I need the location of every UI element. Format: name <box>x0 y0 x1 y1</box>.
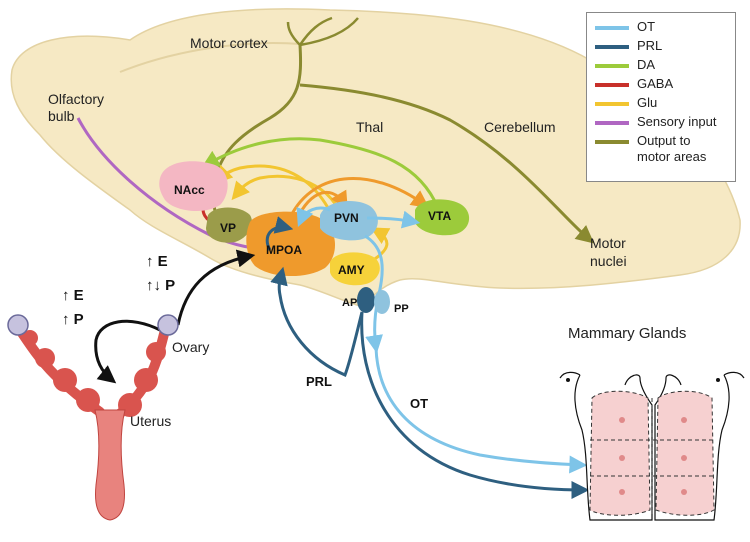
ot-pvn-to-mpoa <box>296 206 331 227</box>
legend-item-prl: PRL <box>595 38 727 57</box>
legend-swatch-gaba <box>595 83 629 87</box>
vp-region <box>206 207 253 243</box>
legend-label-da: DA <box>637 57 656 72</box>
prl-to-brain <box>270 266 364 377</box>
ot-to-mammary <box>374 347 588 474</box>
vta-label: VTA <box>428 209 451 223</box>
thal-label: Thal <box>356 119 383 135</box>
ap-label: AP <box>342 297 357 309</box>
olfactory-label-line1: Olfactory <box>48 91 104 107</box>
legend-swatch-da <box>595 64 629 68</box>
brain-e-label: ↑ E <box>146 253 168 270</box>
cortex-fold <box>119 42 301 73</box>
mpoa-label: MPOA <box>266 243 302 257</box>
legend-item-da: DA <box>595 57 727 76</box>
nacc-label: NAcc <box>174 183 205 197</box>
motor-cortex-branch-3 <box>286 21 301 46</box>
mpoa-to-vta <box>286 177 430 223</box>
vta-region <box>415 199 470 236</box>
prl-mpoa-loop <box>265 216 294 251</box>
motor-nuclei-label-line2: nuclei <box>590 253 627 269</box>
ot-pvn-to-vta <box>366 210 421 229</box>
pvn-region <box>320 200 378 241</box>
legend-item-ot: OT <box>595 19 727 38</box>
brain-outline <box>10 8 741 307</box>
legend-swatch-motor-output <box>595 140 629 144</box>
motor-nuclei-output <box>299 83 595 244</box>
ot-label: OT <box>410 396 428 411</box>
da-pathway <box>201 137 440 209</box>
legend-swatch-sensory <box>595 121 629 125</box>
prl-label: PRL <box>306 374 332 389</box>
nacc-region <box>159 161 228 212</box>
right-ovary <box>157 314 179 336</box>
legend: OT PRL DA GABA Glu Sensory input Output … <box>586 12 736 182</box>
ovary-p-label: ↑ P <box>62 311 84 328</box>
ovary-e-label: ↑ E <box>62 287 84 304</box>
legend-swatch-glu <box>595 102 629 106</box>
mpoa-region <box>246 211 336 277</box>
posterior-pituitary <box>374 290 390 314</box>
olfactory-label-line2: bulb <box>48 108 75 124</box>
uterus-illustration <box>7 314 179 521</box>
mammary-glands-label: Mammary Glands <box>568 325 686 342</box>
legend-label-glu: Glu <box>637 95 658 110</box>
legend-swatch-ot <box>595 26 629 30</box>
brain-p-label: ↑↓ P <box>146 277 175 294</box>
legend-label-motor-output: Output to motor areas <box>637 133 707 164</box>
ovary-to-brain-arrow <box>176 249 256 326</box>
legend-label-ot: OT <box>637 19 656 34</box>
uterus-label: Uterus <box>130 413 171 429</box>
left-ovary <box>7 314 29 336</box>
anterior-pituitary <box>357 287 375 313</box>
motor-nuclei-label-line1: Motor <box>590 235 626 251</box>
amy-region <box>330 252 380 286</box>
motor-cortex-label: Motor cortex <box>190 35 268 51</box>
legend-item-glu: Glu <box>595 95 727 114</box>
motor-cortex-branch-2 <box>299 17 359 47</box>
prl-to-mammary <box>360 311 590 499</box>
legend-item-gaba: GABA <box>595 76 727 95</box>
legend-swatch-prl <box>595 45 629 49</box>
legend-label-sensory: Sensory input <box>637 114 717 129</box>
ovary-to-uterus-arrow <box>94 319 161 384</box>
mammary-illustration <box>559 371 745 521</box>
motor-cortex-branch-1 <box>298 16 333 46</box>
pp-label: PP <box>394 303 409 315</box>
legend-label-gaba: GABA <box>637 76 674 91</box>
legend-item-sensory: Sensory input <box>595 114 727 133</box>
legend-item-motor-output: Output to motor areas <box>595 133 727 169</box>
pvn-label: PVN <box>334 211 359 225</box>
cerebellum-label: Cerebellum <box>484 119 556 135</box>
ovary-label: Ovary <box>172 339 209 355</box>
vp-label: VP <box>220 221 236 235</box>
amy-label: AMY <box>338 263 365 277</box>
legend-label-prl: PRL <box>637 38 663 53</box>
